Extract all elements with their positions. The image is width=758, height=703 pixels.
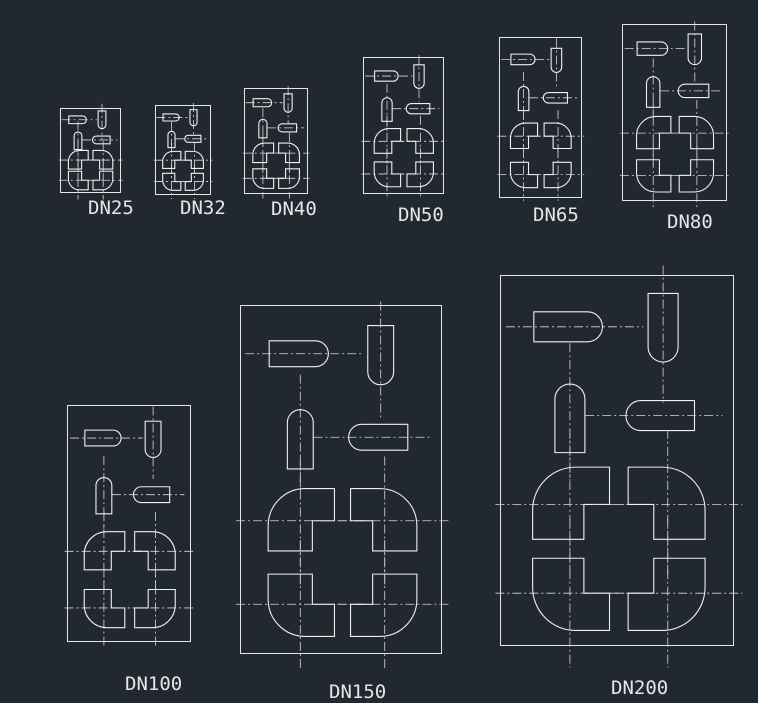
fitting-group-dn150: DN150 [236, 302, 449, 703]
symbol-capR-dn32 [156, 114, 188, 121]
symbol-elBR-dn50 [395, 148, 446, 199]
fitting-group-dn40: DN40 [243, 86, 317, 220]
symbol-capR-dn40 [246, 99, 283, 107]
symbol-capB-dn65 [551, 38, 562, 86]
symbol-elBR-dn25 [84, 161, 122, 199]
symbol-elBR-dn150 [320, 540, 449, 669]
label-dn100: DN100 [125, 673, 182, 695]
symbol-capB-dn50 [414, 55, 424, 102]
symbol-capT-dn200 [555, 343, 585, 480]
symbol-capB-dn200 [648, 266, 678, 403]
symbol-elTR-dn50 [395, 116, 446, 167]
symbol-elTR-dn100 [116, 512, 195, 591]
fitting-group-dn100: DN100 [65, 405, 195, 695]
symbol-capL-dn25 [82, 136, 117, 144]
symbol-elTL-dn50 [361, 116, 412, 167]
symbol-elBR-dn65 [532, 148, 584, 200]
symbol-capB-dn150 [368, 302, 394, 420]
symbol-elBR-dn100 [116, 569, 195, 648]
fitting-group-dn200: DN200 [495, 266, 742, 699]
symbol-elTL-dn100 [65, 512, 144, 591]
symbol-capL-dn100 [112, 487, 184, 503]
symbol-elTR-dn65 [532, 110, 584, 162]
frame-dn32 [155, 105, 211, 195]
symbol-capL-dn200 [585, 401, 722, 431]
frame-dn200 [500, 275, 734, 646]
frame-dn25 [60, 108, 121, 193]
symbol-capR-dn200 [506, 312, 643, 342]
symbol-capB-dn32 [190, 103, 197, 135]
frame-dn150 [240, 305, 442, 654]
label-dn150: DN150 [329, 681, 386, 703]
symbol-capL-dn32 [175, 135, 207, 142]
symbol-elBL-dn65 [497, 148, 549, 200]
frame-dn50 [363, 57, 444, 194]
fitting-group-dn50: DN50 [361, 55, 446, 226]
symbol-capR-dn80 [625, 42, 686, 55]
label-dn40: DN40 [271, 198, 317, 220]
fitting-group-dn25: DN25 [59, 104, 134, 219]
symbol-capL-dn80 [660, 84, 721, 97]
symbol-capB-dn80 [688, 22, 701, 83]
symbol-capL-dn150 [313, 424, 431, 450]
symbol-elBR-dn40 [269, 158, 309, 198]
symbol-elBR-dn80 [664, 142, 731, 209]
symbol-elBR-dn32 [177, 164, 212, 199]
symbol-capL-dn40 [267, 124, 304, 132]
symbol-capR-dn100 [70, 430, 142, 446]
label-dn80: DN80 [667, 211, 713, 233]
symbol-elTR-dn25 [84, 141, 122, 179]
label-dn50: DN50 [398, 204, 444, 226]
frame-dn40 [244, 88, 308, 194]
symbol-capL-dn50 [392, 104, 439, 114]
label-dn200: DN200 [611, 677, 668, 699]
symbol-elBL-dn200 [495, 519, 644, 668]
frame-dn65 [499, 37, 582, 198]
symbol-capL-dn65 [529, 93, 577, 104]
symbol-capR-dn150 [245, 341, 363, 367]
symbol-capT-dn32 [168, 122, 175, 154]
fitting-group-dn65: DN65 [497, 37, 584, 226]
symbol-capB-dn40 [284, 86, 292, 123]
frame-dn100 [67, 405, 191, 642]
frame-dn80 [622, 24, 727, 201]
symbol-capR-dn25 [62, 116, 97, 124]
symbol-elBR-dn200 [593, 519, 742, 668]
symbol-elTR-dn40 [269, 133, 309, 173]
label-dn25: DN25 [88, 197, 134, 219]
symbol-capR-dn50 [365, 71, 412, 81]
symbol-capT-dn100 [96, 456, 112, 528]
symbol-capB-dn25 [98, 104, 106, 139]
fitting-group-dn80: DN80 [620, 22, 730, 233]
label-dn65: DN65 [533, 204, 579, 226]
symbol-capT-dn80 [647, 59, 660, 120]
symbol-capR-dn65 [501, 54, 549, 65]
symbol-elBL-dn50 [361, 148, 412, 199]
symbol-capT-dn150 [287, 375, 313, 493]
symbol-capB-dn100 [145, 407, 161, 479]
fitting-group-dn32: DN32 [154, 103, 226, 219]
label-dn32: DN32 [180, 197, 226, 219]
